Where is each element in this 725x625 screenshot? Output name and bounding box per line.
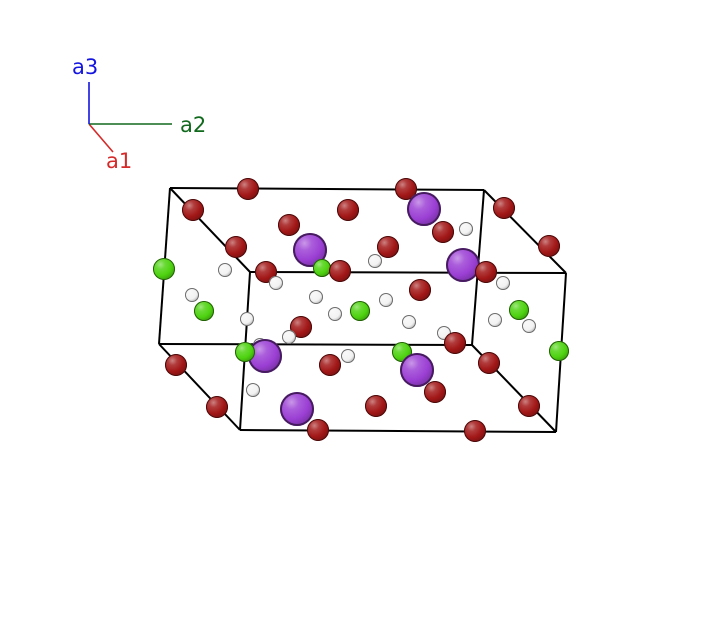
atom-hydrogen: [368, 254, 382, 268]
atom-hydrogen: [282, 330, 296, 344]
atom-halide: [153, 258, 175, 280]
atom-oxygen: [329, 260, 351, 282]
atom-oxygen: [225, 236, 247, 258]
atom-oxygen: [409, 279, 431, 301]
atom-metal: [446, 248, 480, 282]
atom-hydrogen: [246, 383, 260, 397]
atom-oxygen: [319, 354, 341, 376]
atom-oxygen: [478, 352, 500, 374]
axis-label-a1: a1: [106, 149, 133, 173]
axis-line-a1: [88, 123, 114, 153]
atom-oxygen: [206, 396, 228, 418]
atom-hydrogen: [309, 290, 323, 304]
atom-halide: [549, 341, 569, 361]
atom-hydrogen: [379, 293, 393, 307]
atom-hydrogen: [185, 288, 199, 302]
atom-oxygen: [377, 236, 399, 258]
atom-halide: [509, 300, 529, 320]
atom-oxygen: [365, 395, 387, 417]
atom-oxygen: [337, 199, 359, 221]
atom-oxygen: [493, 197, 515, 219]
cell-edge: [169, 187, 251, 273]
atom-hydrogen: [240, 312, 254, 326]
atom-hydrogen: [488, 313, 502, 327]
atom-oxygen: [395, 178, 417, 200]
atom-hydrogen: [269, 276, 283, 290]
atom-hydrogen: [522, 319, 536, 333]
atom-oxygen: [432, 221, 454, 243]
axis-label-a3: a3: [72, 55, 99, 79]
atom-oxygen: [278, 214, 300, 236]
axis-label-a2: a2: [180, 113, 207, 137]
atom-oxygen: [538, 235, 560, 257]
atom-oxygen: [307, 419, 329, 441]
atom-halide: [194, 301, 214, 321]
atom-oxygen: [237, 178, 259, 200]
atom-hydrogen: [341, 349, 355, 363]
atom-halide: [313, 259, 331, 277]
atom-oxygen: [424, 381, 446, 403]
atom-hydrogen: [328, 307, 342, 321]
atom-halide: [235, 342, 255, 362]
atom-metal: [280, 392, 314, 426]
axis-line-group: [88, 82, 172, 153]
atom-metal: [400, 353, 434, 387]
cell-edge: [169, 187, 485, 191]
atom-oxygen: [518, 395, 540, 417]
atom-hydrogen: [459, 222, 473, 236]
cell-edge: [158, 343, 473, 346]
atom-oxygen: [464, 420, 486, 442]
atom-oxygen: [165, 354, 187, 376]
cell-edge: [239, 429, 557, 433]
atom-hydrogen: [218, 263, 232, 277]
cell-edge: [249, 271, 567, 274]
atom-hydrogen: [496, 276, 510, 290]
atom-hydrogen: [402, 315, 416, 329]
atom-oxygen: [290, 316, 312, 338]
atom-metal: [407, 192, 441, 226]
atom-oxygen: [444, 332, 466, 354]
atom-halide: [350, 301, 370, 321]
atom-oxygen: [182, 199, 204, 221]
atom-oxygen: [475, 261, 497, 283]
